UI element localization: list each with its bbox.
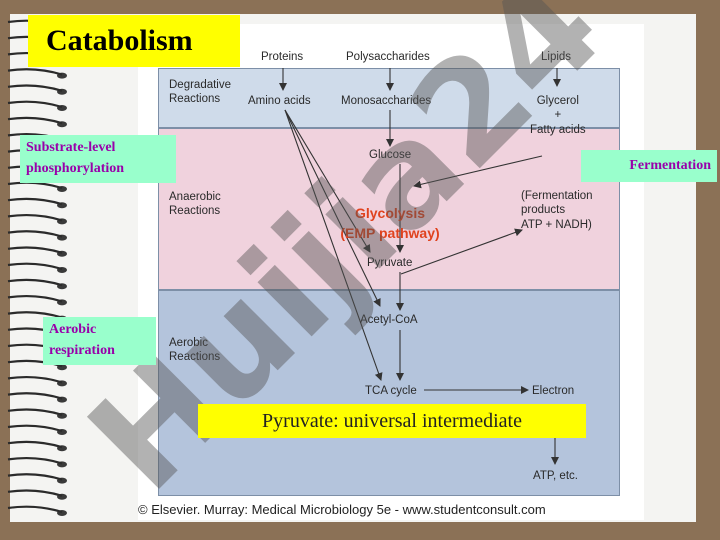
binding-coil <box>7 505 63 514</box>
binding-coil <box>7 489 63 497</box>
binding-coil <box>7 375 63 384</box>
binding-coil <box>7 294 63 303</box>
binding-coil <box>7 116 63 125</box>
glycolysis-label: Glycolysis (EMP pathway) <box>316 204 464 243</box>
anaerobic-band <box>158 128 620 290</box>
glycolysis-subtitle: (EMP pathway) <box>340 224 440 241</box>
binding-coil <box>7 68 63 76</box>
binding-coil <box>7 424 63 433</box>
binding-coil <box>7 84 63 92</box>
binding-coil <box>7 278 63 287</box>
amino-acids-node: Amino acids <box>248 95 311 107</box>
anaerobic-reactions-label: Anaerobic Reactions <box>169 191 221 218</box>
binding-coil <box>7 311 63 319</box>
binding-coil <box>7 230 63 238</box>
binding-coil <box>7 473 63 481</box>
substrate-level-phosphorylation-label: Substrate-level phosphorylation <box>20 135 176 183</box>
electron-node: Electron <box>532 385 575 397</box>
binding-coil <box>7 392 63 400</box>
monosaccharides-node: Monosaccharides <box>341 95 432 107</box>
glycerol-fatty-acids-node: Glycerol + Fatty acids <box>530 95 586 136</box>
fermentation-label: Fermentation <box>581 150 717 182</box>
binding-coil <box>7 197 63 206</box>
lipids-label: Lipids <box>541 51 572 63</box>
acetyl-coa-node: Acetyl-CoA <box>360 314 418 326</box>
binding-coil <box>7 181 63 190</box>
binding-coil <box>7 440 63 449</box>
catabolism-figure: Proteins Polysaccharides Lipids Degradat… <box>138 24 644 520</box>
pyruvate-node: Pyruvate <box>367 257 413 269</box>
degradative-reactions-label: Degradative Reactions <box>169 79 232 106</box>
atp-node: ATP, etc. <box>533 470 578 482</box>
aerobic-respiration-text: Aerobic respiration <box>49 322 115 358</box>
binding-coil <box>7 456 63 465</box>
binding-coil <box>7 246 63 254</box>
pyruvate-universal-intermediate-box: Pyruvate: universal intermediate <box>198 404 586 438</box>
glycolysis-title: Glycolysis <box>354 205 426 221</box>
binding-coil <box>7 262 63 271</box>
degradative-band <box>158 68 620 128</box>
aerobic-respiration-label: Aerobic respiration <box>43 317 156 365</box>
copyright-line: © Elsevier. Murray: Medical Microbiology… <box>138 502 546 517</box>
page-title: Catabolism <box>28 15 240 67</box>
aerobic-band <box>158 290 620 496</box>
spiral-binding <box>7 19 67 516</box>
polysaccharides-label: Polysaccharides <box>346 51 430 63</box>
fermentation-products-node: (Fermentation products ATP + NADH) <box>521 190 593 231</box>
proteins-label: Proteins <box>261 51 304 63</box>
binding-coil <box>7 100 63 109</box>
glucose-node: Glucose <box>369 149 412 161</box>
tca-cycle-node: TCA cycle <box>365 385 417 397</box>
substrate-level-text: Substrate-level phosphorylation <box>26 140 125 176</box>
aerobic-reactions-label: Aerobic Reactions <box>169 337 221 364</box>
binding-coil <box>7 213 63 222</box>
binding-coil <box>7 408 63 416</box>
